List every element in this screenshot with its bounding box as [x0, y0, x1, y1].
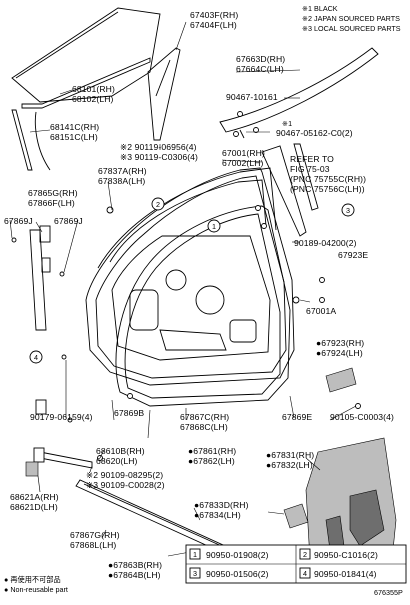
callout-67863B: ●67863B(RH)●67864B(LH) [108, 560, 162, 580]
door-check [25, 447, 93, 477]
svg-text:1: 1 [212, 222, 216, 231]
callout-67867G: 67867G(RH)67868L(LH) [70, 530, 120, 550]
callout-67001: 67001(RH)67002(LH) [222, 148, 265, 168]
legend-row-4: 4 90950-01841(4) [299, 567, 377, 579]
hinges [29, 225, 51, 415]
callout-67861: ●67861(RH)●67862(LH) [188, 446, 236, 466]
callout-90179: 90179-06159(4) [30, 412, 93, 422]
svg-text:90950-01908(2): 90950-01908(2) [206, 550, 269, 560]
leader-lines [9, 21, 357, 557]
note-2: ※2 JAPAN SOURCED PARTS [302, 14, 400, 23]
legend-row-3: 3 90950-01506(2) [189, 567, 269, 579]
corner-seal [325, 367, 357, 393]
fasteners [11, 111, 361, 461]
pillar-moulding [219, 47, 379, 139]
marker-1: 1 [207, 219, 221, 233]
callout-68141C: 68141C(RH)68151C(LH) [50, 122, 99, 142]
callout-68621A: 68621A(RH)68621D(LH) [10, 492, 59, 512]
svg-text:4: 4 [303, 569, 307, 578]
svg-text:2: 2 [303, 550, 307, 559]
hole-plug [283, 503, 309, 529]
marker-3: 3 [341, 203, 355, 217]
service-hole-cover [305, 437, 397, 577]
legend-row-1: 1 90950-01908(2) [189, 548, 269, 560]
footer: ● 再使用不可部品 ● Non-reusable part 676355P [4, 575, 403, 597]
callouts: 67403F(RH)67404F(LH) 67663D(RH)67664C(LH… [4, 10, 394, 580]
svg-text:90950-01506(2): 90950-01506(2) [206, 569, 269, 579]
note-3: ※3 LOCAL SOURCED PARTS [302, 24, 401, 33]
circle-markers: 1 2 3 4 [29, 197, 355, 364]
callout-68101: 68101(RH)68102(LH) [72, 84, 115, 104]
rear-sash [261, 143, 319, 237]
callout-90189: 90189-04200(2) [294, 238, 357, 248]
callout-67869E: 67869E [282, 412, 312, 422]
marker-2: 2 [151, 197, 165, 211]
note-1: ※1 BLACK [302, 4, 338, 13]
callout-67833D: ●67833D(RH)●67834(LH) [194, 500, 249, 520]
callout-67923: ●67923(RH)●67924(LH) [316, 338, 364, 358]
non-reusable-en: ● Non-reusable part [4, 585, 68, 594]
svg-text:90950-C1016(2): 90950-C1016(2) [314, 550, 378, 560]
callout-67831: ●67831(RH)●67832(LH) [266, 450, 314, 470]
svg-text:1: 1 [193, 550, 197, 559]
callout-67865G: 67865G(RH)67866F(LH) [28, 188, 78, 208]
callout-67923E: 67923E [338, 250, 368, 260]
weatherstrip [115, 205, 291, 407]
figure-code: 676355P [374, 588, 403, 597]
callout-67837A: 67837A(RH)67838A(LH) [98, 166, 147, 186]
callout-67403F: 67403F(RH)67404F(LH) [190, 10, 238, 30]
non-reusable-jp: ● 再使用不可部品 [4, 575, 61, 584]
callout-90467-10161: 90467-10161 [226, 92, 278, 102]
callout-67001A: 67001A [306, 306, 336, 316]
callout-67867C: 67867C(RH)67868C(LH) [180, 412, 229, 432]
svg-text:90950-01841(4): 90950-01841(4) [314, 569, 377, 579]
svg-text:4: 4 [34, 353, 38, 362]
callout-90119: ※2 90119-06956(4)※3 90119-C0306(4) [120, 142, 198, 162]
callout-68610B: 68610B(RH)68620(LH) [96, 446, 145, 466]
marker-4: 4 [29, 350, 43, 364]
front-sash [147, 47, 181, 141]
notes-block: ※1 BLACK ※2 JAPAN SOURCED PARTS ※3 LOCAL… [302, 4, 401, 33]
callout-67663D: 67663D(RH)67664C(LH) [236, 54, 285, 74]
door-glass [11, 7, 161, 103]
glass-run-channel [11, 57, 151, 171]
svg-text:3: 3 [193, 569, 197, 578]
callout-90109: ※2 90109-08295(2)※3 90109-C0028(2) [86, 470, 165, 490]
svg-text:3: 3 [346, 206, 350, 215]
svg-text:2: 2 [156, 200, 160, 209]
door-panel [85, 167, 295, 386]
callout-90105: 90105-C0003(4) [330, 412, 394, 422]
callout-67869B: 67869B [114, 408, 144, 418]
legend-row-2: 2 90950-C1016(2) [299, 548, 378, 560]
legend-table: 1 90950-01908(2) 2 90950-C1016(2) 3 9095… [185, 544, 407, 584]
